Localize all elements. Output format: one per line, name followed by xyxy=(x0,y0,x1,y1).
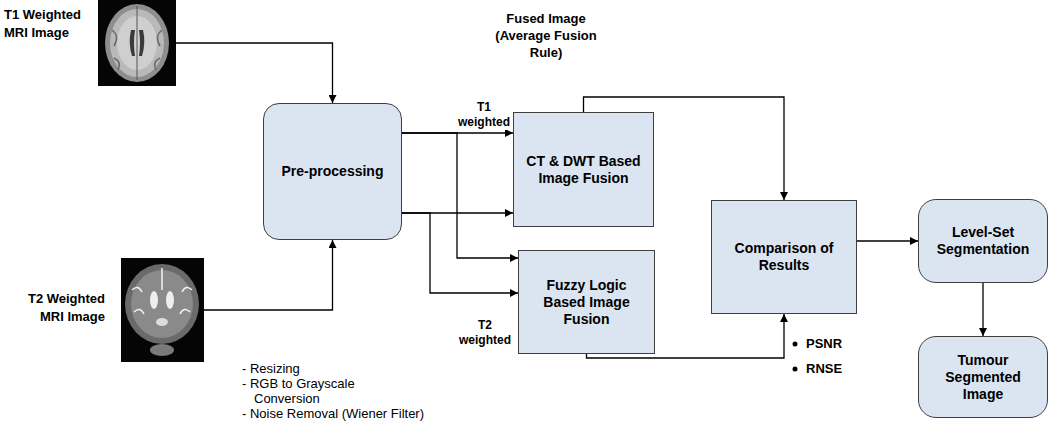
box-label: Tumour Segmented Image xyxy=(938,352,1028,403)
box-label: CT & DWT Based Image Fusion xyxy=(521,153,646,187)
flow-arrow xyxy=(176,43,333,103)
flow-arrow xyxy=(857,240,918,241)
process-box: CT & DWT Based Image Fusion xyxy=(513,112,654,227)
t2-brain-image xyxy=(121,258,204,362)
process-box: Fuzzy Logic Based Image Fusion xyxy=(518,250,655,354)
flow-arrow xyxy=(982,283,983,336)
step-note: - Noise Removal (Wiener Filter) xyxy=(242,406,482,421)
input-image: T1 Weighted MRI Image xyxy=(98,0,176,86)
step-note: - Resizing xyxy=(242,361,442,376)
box-label: Pre-processing xyxy=(282,163,384,180)
image-title: T2 Weighted MRI Image xyxy=(5,290,105,326)
metric-label: RNSE xyxy=(806,361,866,376)
metric-bullets xyxy=(793,342,798,372)
output-box: Tumour Segmented Image xyxy=(918,336,1048,418)
flow-arrow xyxy=(204,240,333,310)
metric-label: PSNR xyxy=(806,336,866,351)
step-note: - RGB to Grayscale Conversion xyxy=(242,376,394,406)
input-image: T2 Weighted MRI Image xyxy=(121,258,204,362)
box-label: Fuzzy Logic Based Image Fusion xyxy=(537,277,637,328)
edge-label: Fused Image (Average Fusion Rule) xyxy=(490,10,602,61)
t1-brain-image xyxy=(98,0,176,86)
edge-label: T1 weighted xyxy=(456,100,512,130)
image-title: T1 Weighted MRI Image xyxy=(4,6,94,42)
process-box: Comparison of Results xyxy=(711,200,857,314)
process-box: Level-Set Segmentation xyxy=(918,199,1048,283)
flow-arrow xyxy=(402,213,518,293)
process-box: Pre-processing xyxy=(263,103,402,240)
flow-arrow xyxy=(402,133,518,258)
box-label: Level-Set Segmentation xyxy=(928,224,1038,258)
box-label: Comparison of Results xyxy=(724,240,844,274)
edge-label: T2 weighted xyxy=(456,318,514,348)
